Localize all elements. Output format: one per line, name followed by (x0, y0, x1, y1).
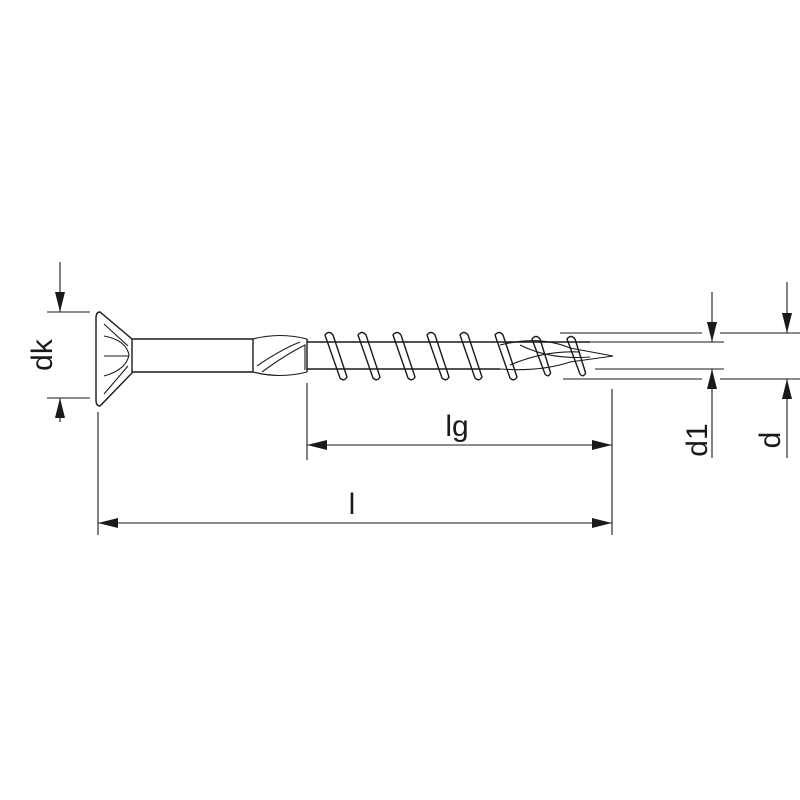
dimension-dk: dk (26, 262, 90, 422)
thread-crest (426, 331, 450, 381)
screw-shank (132, 334, 590, 377)
label-l: l (349, 488, 356, 521)
dimension-d: d (560, 282, 800, 458)
dimension-d1: d1 (585, 292, 724, 458)
label-dk: dk (26, 338, 59, 371)
thread-crest (494, 331, 518, 381)
dimension-lg: lg (306, 383, 613, 535)
thread-crest (392, 331, 416, 381)
dimension-l: l (97, 412, 612, 535)
label-d: d (754, 432, 787, 449)
screw-thread (324, 331, 587, 381)
thread-crest (566, 335, 587, 377)
thread-crest (459, 331, 483, 381)
screw-head (95, 311, 133, 407)
label-d1: d1 (681, 423, 714, 456)
screw (95, 311, 614, 407)
label-lg: lg (445, 410, 468, 443)
thread-crest (531, 335, 552, 377)
thread-crest (357, 331, 381, 381)
thread-crest (324, 331, 348, 381)
screw-tip (499, 340, 614, 371)
